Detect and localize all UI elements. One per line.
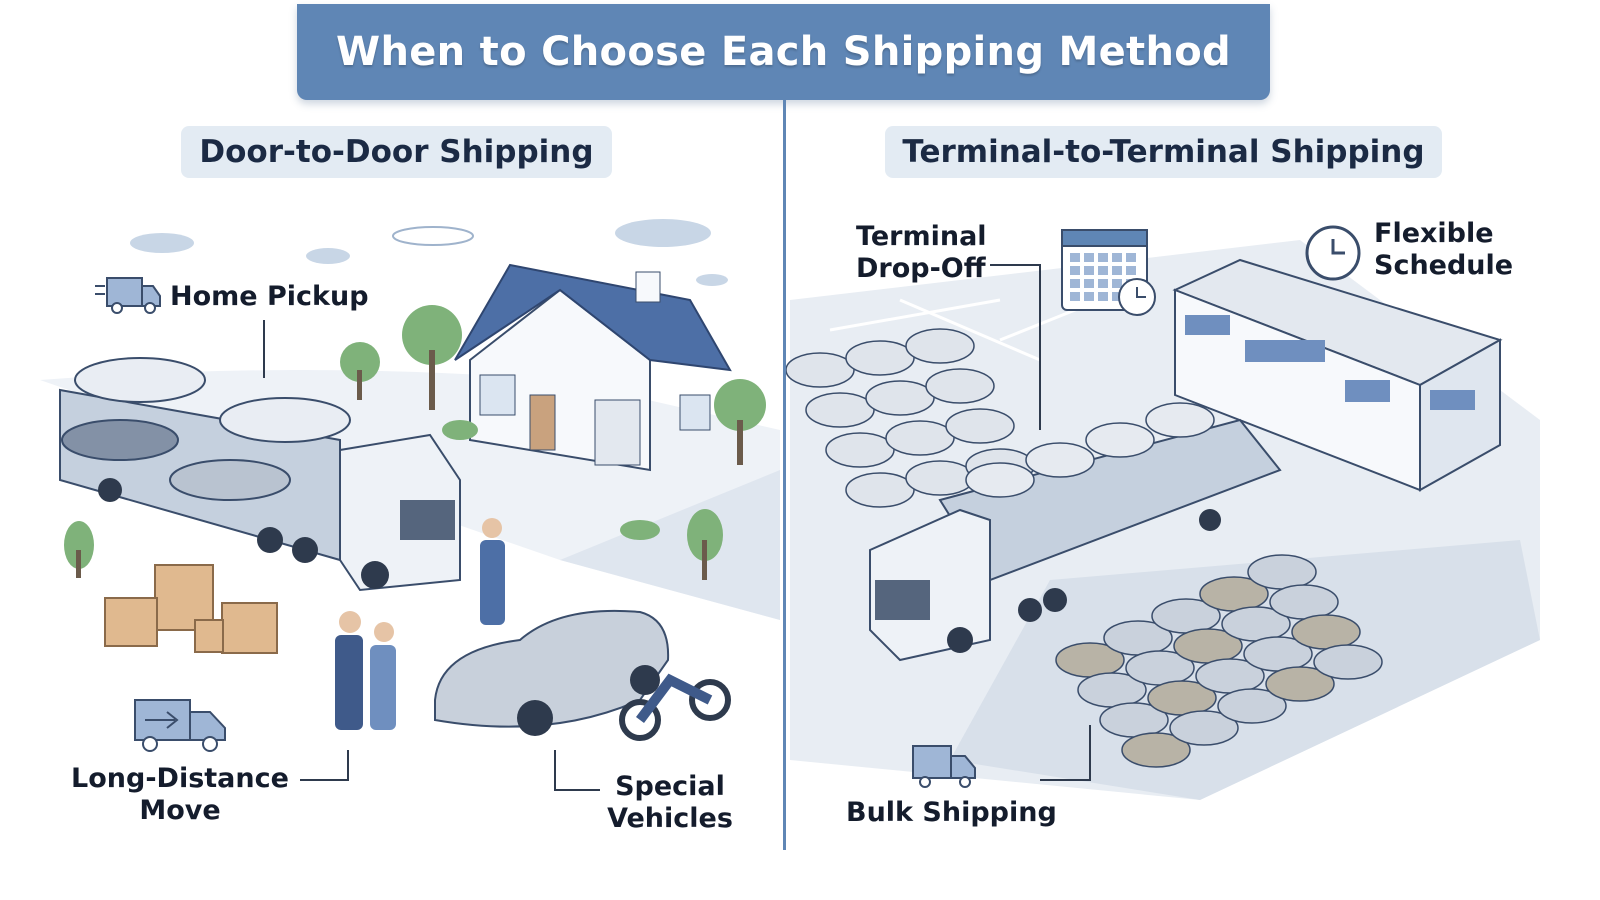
parked-car: [945, 408, 1015, 444]
parked-car: [1217, 688, 1287, 724]
parked-car: [845, 472, 915, 508]
special-vehicles-label: Special Vehicles: [600, 771, 740, 835]
motorcycle: [619, 673, 731, 741]
long-distance-move-label: Long-Distance Move: [60, 763, 300, 827]
parked-car: [865, 380, 935, 416]
parked-car: [965, 462, 1035, 498]
parked-car: [1269, 584, 1339, 620]
label-line: Long-Distance: [71, 763, 289, 794]
bulk-shipping-label: Bulk Shipping: [846, 797, 1057, 828]
clouds: [130, 219, 728, 286]
right-car-carrier: [869, 418, 1282, 662]
left-car-carrier: [59, 357, 461, 592]
parked-cars: [785, 328, 1383, 768]
center-divider: [783, 100, 786, 850]
parked-car: [885, 420, 955, 456]
page-title: When to Choose Each Shipping Method: [336, 29, 1231, 75]
parked-car: [1291, 614, 1361, 650]
boxes: [104, 564, 278, 654]
people: [335, 518, 505, 730]
label-line: Schedule: [1374, 250, 1514, 281]
house-illustration: [454, 263, 732, 472]
parked-car: [1085, 422, 1155, 458]
label-line: Flexible: [1374, 218, 1494, 249]
parked-car: [905, 328, 975, 364]
parked-car: [1247, 554, 1317, 590]
parked-car: [905, 460, 975, 496]
flexible-schedule-label: Flexible Schedule: [1374, 218, 1513, 282]
leader-lines: [263, 264, 1091, 791]
parked-car: [805, 392, 875, 428]
parked-car: [925, 368, 995, 404]
parked-car: [845, 340, 915, 376]
title-banner: When to Choose Each Shipping Method: [297, 4, 1270, 100]
parked-car: [1145, 402, 1215, 438]
home-pickup-label: Home Pickup: [170, 281, 369, 312]
label-line: Terminal: [856, 221, 987, 252]
parked-car: [1169, 710, 1239, 746]
parked-car: [1313, 644, 1383, 680]
parked-car: [1265, 666, 1335, 702]
door-to-door-heading: Door-to-Door Shipping: [181, 126, 612, 178]
label-line: Drop-Off: [856, 253, 986, 284]
label-line: Move: [139, 795, 221, 826]
parked-car: [785, 352, 855, 388]
terminal-to-terminal-heading: Terminal-to-Terminal Shipping: [885, 126, 1442, 178]
parked-car: [1121, 732, 1191, 768]
parked-car: [1025, 442, 1095, 478]
sports-car: [434, 609, 670, 736]
parked-car: [825, 432, 895, 468]
trees: [64, 305, 766, 580]
label-line: Vehicles: [607, 803, 733, 834]
terminal-building: [1172, 258, 1503, 492]
terminal-drop-off-label: Terminal Drop-Off: [856, 221, 987, 285]
label-line: Special: [615, 771, 725, 802]
